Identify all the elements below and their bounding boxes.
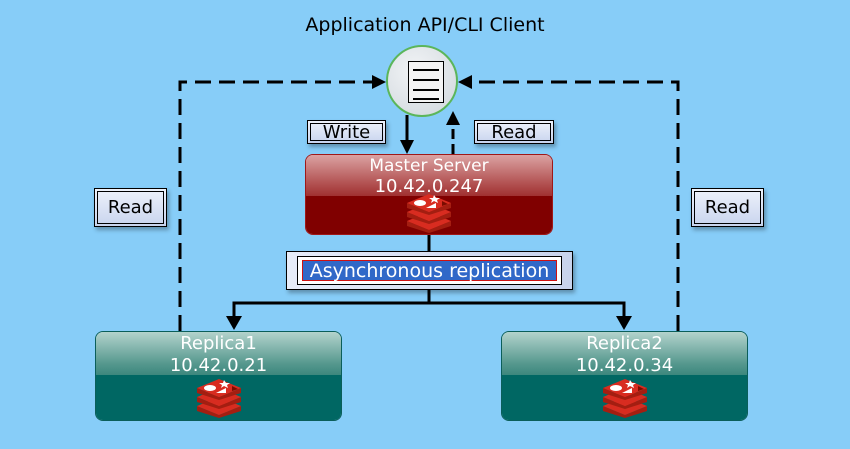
write-label: Write bbox=[307, 120, 386, 144]
client-node[interactable] bbox=[386, 45, 458, 117]
replication-label-text: Asynchronous replication bbox=[302, 260, 557, 282]
document-icon bbox=[408, 61, 444, 103]
arrowhead-client-left bbox=[372, 75, 386, 89]
read-label-replica1: Read bbox=[94, 188, 167, 227]
read-edge-replica2 bbox=[468, 80, 680, 331]
master-name: Master Server bbox=[369, 156, 489, 176]
read-label-master: Read bbox=[474, 120, 554, 144]
arrowhead-replica2 bbox=[616, 316, 632, 330]
replica2-name: Replica2 bbox=[586, 333, 663, 354]
replica2-ip: 10.42.0.34 bbox=[575, 355, 674, 376]
arrowhead-client-right bbox=[458, 75, 472, 89]
replication-label: Asynchronous replication bbox=[286, 251, 573, 290]
diagram-title: Application API/CLI Client bbox=[305, 14, 545, 36]
arrowhead-write bbox=[400, 140, 414, 154]
redis-logo-icon bbox=[602, 379, 647, 418]
replication-branch bbox=[232, 301, 626, 317]
replica1-node[interactable]: Replica1 10.42.0.21 bbox=[95, 331, 342, 421]
redis-logo-icon bbox=[407, 194, 451, 233]
read-edge-replica1 bbox=[178, 80, 376, 331]
master-server-node[interactable]: Master Server 10.42.0.247 bbox=[305, 154, 553, 235]
replica2-node[interactable]: Replica2 10.42.0.34 bbox=[501, 331, 748, 421]
replica1-ip: 10.42.0.21 bbox=[169, 355, 268, 376]
arrowhead-read-master bbox=[446, 111, 460, 125]
redis-logo-icon bbox=[196, 379, 241, 418]
replica1-name: Replica1 bbox=[180, 333, 257, 354]
arrowhead-replica1 bbox=[226, 316, 242, 330]
master-ip: 10.42.0.247 bbox=[374, 176, 484, 197]
read-label-replica2: Read bbox=[691, 188, 764, 227]
